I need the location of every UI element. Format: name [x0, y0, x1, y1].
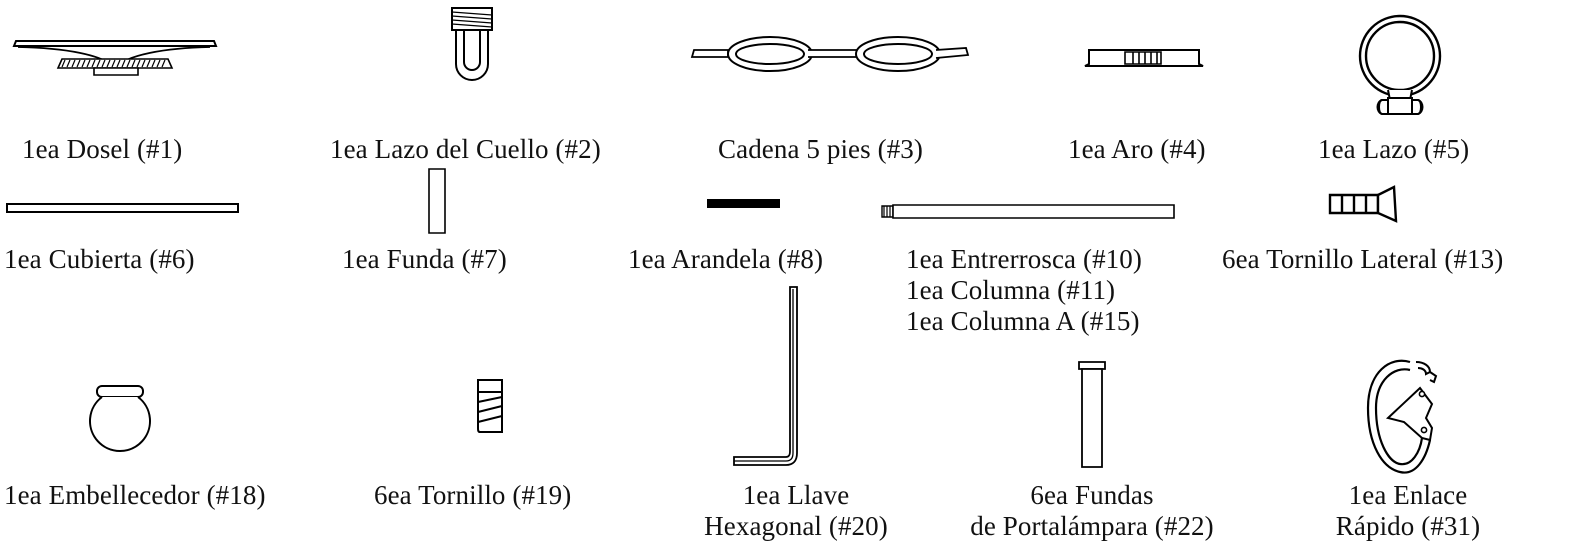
part-label: 1ea Lazo del Cuello (#2) — [330, 134, 601, 164]
screw-icon — [474, 378, 508, 436]
part-label-line: 1ea Llave — [742, 480, 850, 510]
part-label-line: de Portalámpara (#22) — [970, 511, 1214, 541]
finial-icon — [86, 384, 156, 454]
socket-sleeve-icon — [1077, 360, 1107, 470]
part-label-line: Hexagonal (#20) — [704, 511, 888, 541]
hex-key-icon — [730, 285, 800, 467]
part-label: 1ea Dosel (#1) — [22, 134, 183, 164]
part-label-line: 1ea Enlace — [1348, 480, 1468, 510]
part-label-multiline: 1ea Entrerrosca (#10) 1ea Columna (#11) … — [906, 244, 1142, 337]
part-label: Cadena 5 pies (#3) — [718, 134, 923, 164]
part-label-line: 1ea Columna A (#15) — [906, 306, 1140, 336]
part-label-line: 6ea Fundas — [1030, 480, 1154, 510]
part-label-multiline: 1ea Llave Hexagonal (#20) — [687, 480, 905, 542]
part-label-line: 1ea Entrerrosca (#10) — [906, 244, 1142, 274]
sleeve-icon — [428, 168, 448, 236]
part-label: 1ea Aro (#4) — [1068, 134, 1206, 164]
loop-icon — [1352, 10, 1448, 122]
threaded-rod-icon — [881, 204, 1177, 220]
ring-icon — [1083, 44, 1205, 72]
part-label-line: Rápido (#31) — [1335, 511, 1481, 541]
part-label: 1ea Cubierta (#6) — [4, 244, 195, 274]
part-label: 1ea Embellecedor (#18) — [4, 480, 266, 510]
side-screw-icon — [1328, 185, 1404, 223]
part-label: 1ea Lazo (#5) — [1318, 134, 1470, 164]
part-label-line: 1ea Columna (#11) — [906, 275, 1116, 305]
part-label-multiline: 6ea Fundas de Portalámpara (#22) — [966, 480, 1218, 542]
cover-plate-icon — [6, 203, 240, 215]
part-label: 6ea Tornillo (#19) — [374, 480, 572, 510]
washer-icon — [707, 199, 781, 209]
part-label: 1ea Funda (#7) — [342, 244, 507, 274]
part-label: 1ea Arandela (#8) — [628, 244, 824, 274]
canopy-icon — [10, 38, 220, 90]
quick-link-icon — [1360, 358, 1444, 478]
chain-icon — [690, 30, 970, 80]
part-label: 6ea Tornillo Lateral (#13) — [1222, 244, 1504, 274]
neck-loop-icon — [446, 6, 498, 92]
part-label-multiline: 1ea Enlace Rápido (#31) — [1318, 480, 1498, 542]
